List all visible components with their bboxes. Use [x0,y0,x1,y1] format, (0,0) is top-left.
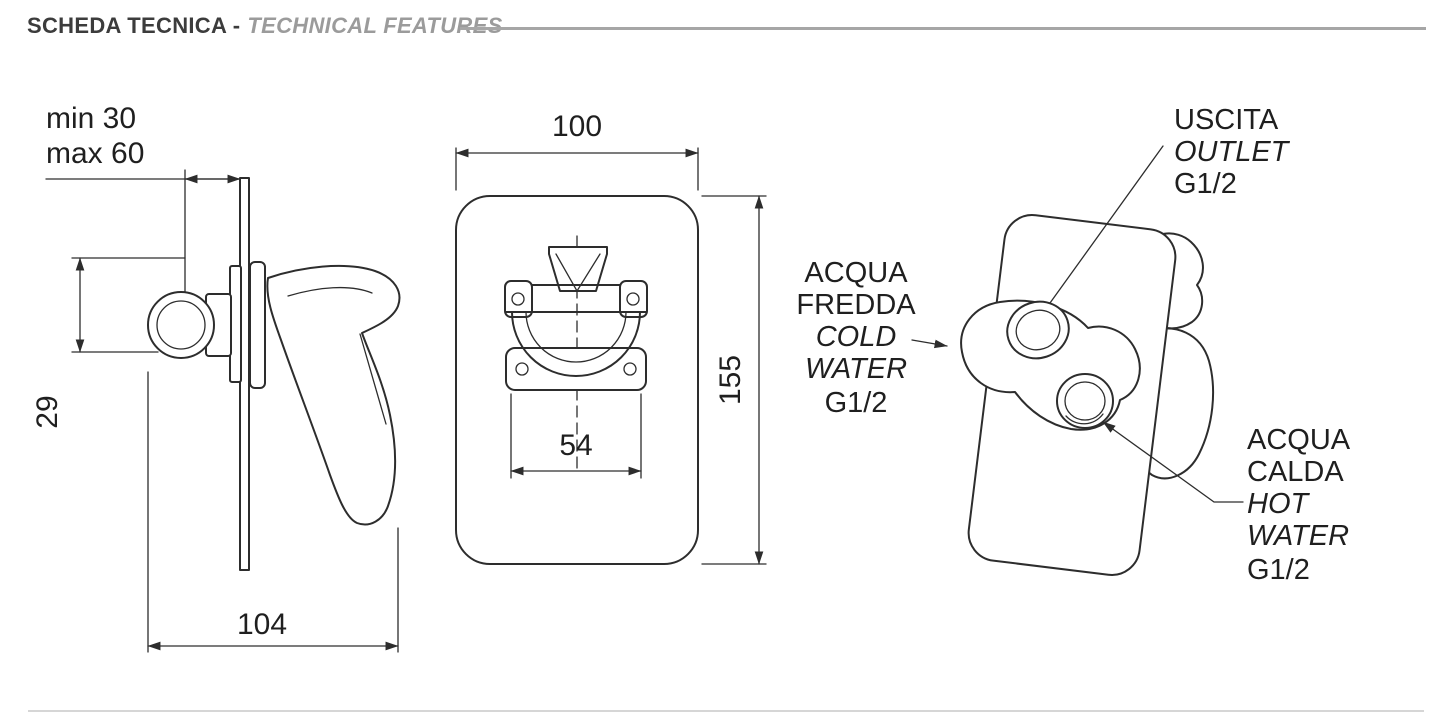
handle-facet-line [359,333,387,425]
hot-label-en2: WATER [1247,520,1349,552]
cold-label-en1: COLD [816,321,897,353]
outlet-label-it: USCITA [1174,104,1279,136]
dim-100-label: 100 [552,110,602,143]
funnel-detail [548,246,608,292]
screw-hole [515,362,529,376]
left-ear-bracket [504,280,533,318]
perspective-view: USCITA OUTLET G1/2 ACQUA FREDDA COLD WAT… [796,104,1350,586]
supply-connection-outer [147,291,215,359]
cold-label-it2: FREDDA [796,289,916,321]
supply-connection-inner [156,300,206,350]
screw-hole [626,292,640,306]
handle-lever [266,264,401,526]
outlet-port-outer [1006,300,1070,360]
right-ear-bracket [619,280,648,318]
hot-label-it1: ACQUA [1247,424,1351,456]
hot-label-en1: HOT [1247,488,1311,520]
outlet-label-en: OUTLET [1174,136,1291,168]
page-title: SCHEDA TECNICA -TECHNICAL FEATURES [27,13,503,39]
valve-dome-inner [525,311,627,363]
header-rule [460,27,1426,30]
footer-rule [28,710,1424,712]
cold-size-label: G1/2 [825,387,888,419]
cold-label-it1: ACQUA [804,257,908,289]
outlet-leader-line [1049,145,1164,304]
hot-inlet-inner [1064,381,1106,421]
handle-sleeve [249,261,266,389]
valve-dome-outer [511,311,641,377]
dim-155-label: 155 [714,355,747,405]
front-view: 100 155 54 [455,110,767,565]
cold-label-en2: WATER [805,353,907,385]
lower-bracket [505,347,647,391]
hot-inlet-shade-line [1065,413,1104,425]
funnel-inner-line [555,253,601,293]
hot-size-label: G1/2 [1247,554,1310,586]
dim-depth-max-label: max 60 [46,137,144,170]
dim-depth-min-label: min 30 [46,102,136,135]
cold-leader-arrow [911,339,948,349]
dim-54-label: 54 [559,429,592,462]
screw-hole [623,362,637,376]
hot-label-it2: CALDA [1247,456,1344,488]
side-view: min 30 max 60 29 1 [31,102,401,653]
hot-leader-arrow [1102,421,1244,503]
outlet-size-label: G1/2 [1174,168,1237,200]
outlet-port-inner [1015,309,1061,351]
dim-29-label: 29 [31,395,64,428]
screw-hole [511,292,525,306]
dim-104-label: 104 [237,608,287,641]
title-english: TECHNICAL FEATURES [247,13,503,38]
title-italian: SCHEDA TECNICA - [27,13,241,38]
handle-facet-line [287,286,373,297]
